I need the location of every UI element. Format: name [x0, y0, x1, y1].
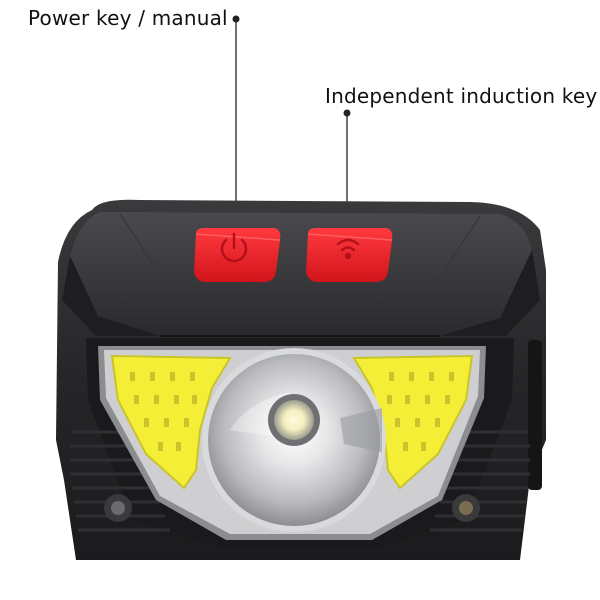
left-cob-led-panel: [110, 354, 232, 490]
sensor-windows: [104, 494, 480, 522]
power-key-callout-label: Power key / manual: [28, 6, 228, 30]
right-cob-led-panel: [352, 354, 474, 490]
power-button[interactable]: [194, 228, 281, 282]
strap-slot: [528, 340, 542, 490]
main-led: [274, 400, 314, 440]
callout-lines: [232, 15, 351, 206]
induction-key-callout-label: Independent induction key: [325, 84, 598, 108]
power-icon: [220, 232, 248, 263]
induction-button[interactable]: [306, 228, 393, 282]
center-reflector: [202, 348, 386, 532]
wave-sensor-icon: [336, 238, 360, 260]
